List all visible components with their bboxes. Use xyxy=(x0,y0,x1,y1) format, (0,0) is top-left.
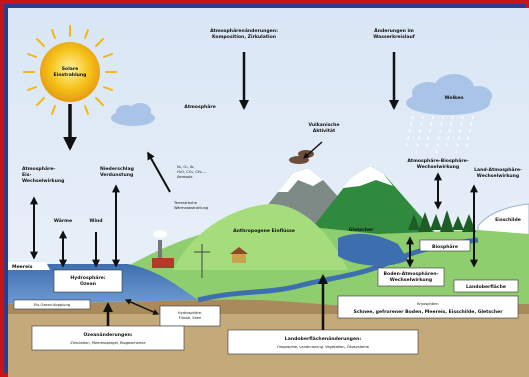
svg-text:Kryosphäre:: Kryosphäre: xyxy=(417,302,439,306)
atmosphere-changes-label: Atmosphärenänderungen:Komposition, Zirku… xyxy=(210,28,278,40)
ocean-changes-box: Ozeanänderungen: Zirkulation, Meeresspie… xyxy=(31,325,185,351)
house-icon xyxy=(230,247,248,263)
sea-ice-label: Meereis xyxy=(12,264,33,270)
atmosphere-ice-label: Atmosphäre-Eis-Wechselwirkung xyxy=(22,166,64,184)
svg-text:Boden-Atmosphären-Wechselwirku: Boden-Atmosphären-Wechselwirkung xyxy=(384,271,439,283)
svg-text:Landoberfläche: Landoberfläche xyxy=(466,284,506,290)
svg-text:Landoberflächenänderungen:: Landoberflächenänderungen: xyxy=(285,336,362,342)
land-surface-box: Landoberfläche xyxy=(453,279,519,293)
human-influence-label: Anthropogene Einflüsse xyxy=(233,228,295,234)
svg-text:Hydrosphäre:Flüsse, Seen: Hydrosphäre:Flüsse, Seen xyxy=(178,311,202,320)
volcanic-arrow xyxy=(303,141,323,159)
rain-cloud-icon xyxy=(405,74,492,155)
svg-text:Zirkulation, Meeresspiegel, Bi: Zirkulation, Meeresspiegel, Biogeochemie xyxy=(70,341,146,345)
wind-label: Wind xyxy=(89,218,102,224)
hydrosphere-ocean-box: Hydrosphäre:Ozean xyxy=(53,269,123,293)
svg-text:Hydrosphäre:Ozean: Hydrosphäre:Ozean xyxy=(70,275,105,287)
sea-ice xyxy=(8,262,50,270)
heat-label: Wärme xyxy=(54,218,72,224)
land-changes-box: Landoberflächenänderungen: Orographie, L… xyxy=(227,329,419,355)
factory-icon xyxy=(152,230,174,268)
ice-sheet-label: Eisschilde xyxy=(495,217,521,223)
terrestrial-radiation-arrow xyxy=(147,151,171,193)
clouds-label: Wolken xyxy=(445,95,464,101)
atmosphere-biosphere-label: Atmosphäre-Biosphäre-Wechselwirkung xyxy=(407,158,468,170)
hydrosphere-rivers-box: Hydrosphäre:Flüsse, Seen xyxy=(159,305,221,327)
atmosphere-label: Atmosphäre xyxy=(184,104,215,110)
soil-atmosphere-box: Boden-Atmosphären-Wechselwirkung xyxy=(377,267,445,287)
svg-text:Schnee, gefrorener Boden, Meer: Schnee, gefrorener Boden, Meereis, Eissc… xyxy=(354,309,504,315)
cryosphere-box: Kryosphäre: Schnee, gefrorener Boden, Me… xyxy=(337,295,519,319)
svg-text:Ozeanänderungen:: Ozeanänderungen: xyxy=(83,332,132,338)
svg-text:Eis-Ozean-Kopplung: Eis-Ozean-Kopplung xyxy=(34,303,70,307)
ocean-river-arrow xyxy=(124,299,160,315)
ice-ocean-coupling-box: Eis-Ozean-Kopplung xyxy=(13,299,91,310)
cloud-left-icon xyxy=(111,103,155,126)
gases-label: N₂, O₂, Ar,H₂O, CO₂, CH₄ ...Aerosole xyxy=(177,165,207,179)
lake xyxy=(338,233,408,266)
glacier-label: Gletscher xyxy=(349,227,374,233)
svg-text:Biosphäre: Biosphäre xyxy=(432,244,458,250)
windmill-icon xyxy=(194,244,210,278)
volcano-snowcap xyxy=(278,168,323,192)
mountain-green xyxy=(308,166,438,236)
biosphere-box: Biosphäre xyxy=(419,239,471,252)
sun-icon xyxy=(23,25,117,120)
land-atmosphere-label: Land-Atmosphäre-Wechselwirkung xyxy=(474,167,522,179)
svg-text:Orographie, Landnutzung, Veget: Orographie, Landnutzung, Vegetation, Öko… xyxy=(277,344,370,349)
mountain-snowcap xyxy=(343,166,393,188)
hill-green xyxy=(173,204,348,270)
